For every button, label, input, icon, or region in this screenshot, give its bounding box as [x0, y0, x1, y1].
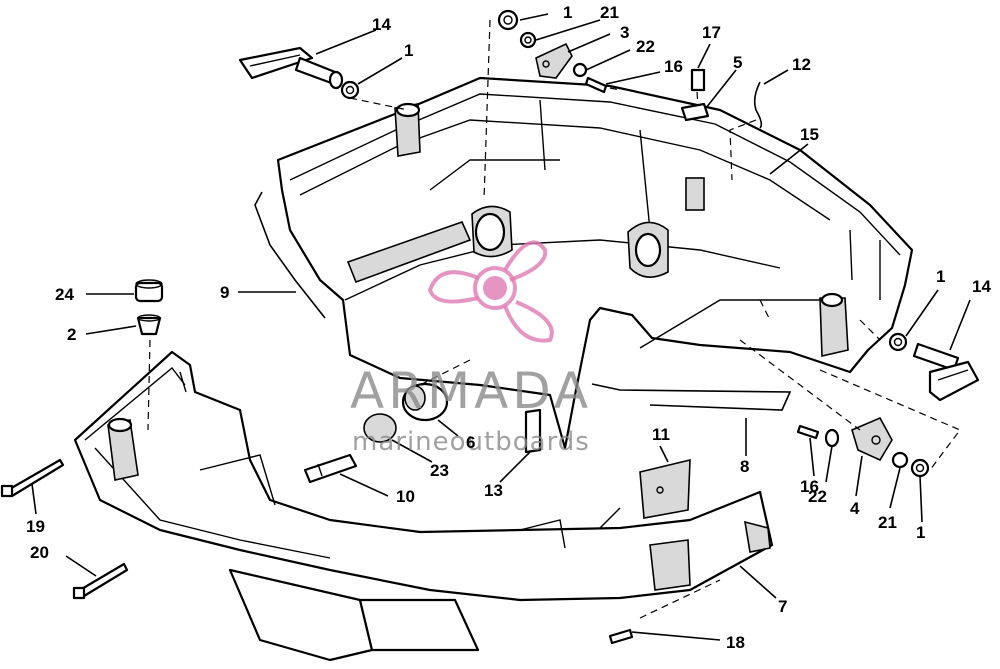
washer-23[interactable] — [363, 413, 397, 443]
callout-11: 11 — [652, 425, 670, 444]
callout-1-top: 1 — [563, 3, 572, 22]
armada-watermark: ARMADA marineoutboards — [350, 240, 592, 457]
callout-5: 5 — [733, 53, 742, 72]
screw-17[interactable] — [690, 68, 706, 92]
callout-13: 13 — [484, 481, 503, 500]
clip-5[interactable] — [680, 102, 710, 122]
latch-bracket-lower[interactable] — [851, 416, 893, 462]
spring-hook-12[interactable] — [753, 81, 763, 129]
callout-22-lower: 22 — [808, 487, 827, 506]
seal-9[interactable] — [254, 191, 326, 319]
nut-lower[interactable] — [910, 458, 930, 478]
callout-16-top: 16 — [664, 57, 683, 76]
watermark-title: ARMADA — [350, 362, 592, 420]
callout-19: 19 — [26, 517, 45, 536]
watermark-subtitle: marineoutboards — [352, 427, 590, 457]
washer-22-upper[interactable] — [572, 62, 588, 78]
grommet-24[interactable] — [134, 279, 164, 303]
callout-21-lower: 21 — [878, 513, 897, 532]
propeller-logo — [427, 240, 554, 343]
nut-top[interactable] — [497, 9, 519, 31]
screw-16-upper[interactable] — [584, 76, 608, 94]
bracket-11[interactable] — [639, 458, 691, 519]
upper-engine-cover[interactable] — [276, 76, 914, 450]
nut-upper-left[interactable] — [340, 80, 360, 100]
slider-13[interactable] — [524, 408, 542, 454]
callout-10: 10 — [396, 487, 415, 506]
callout-16-lower: 16 — [800, 477, 819, 496]
callout-3: 3 — [620, 23, 629, 42]
callout-9: 9 — [220, 283, 229, 302]
leader-lines — [31, 13, 971, 641]
bolt-20[interactable] — [72, 562, 129, 600]
callout-21-top: 21 — [600, 3, 619, 22]
callout-2: 2 — [67, 325, 76, 344]
callout-20: 20 — [30, 543, 49, 562]
callout-12: 12 — [792, 55, 811, 74]
callout-8: 8 — [740, 457, 749, 476]
callout-1-upper-left: 1 — [404, 41, 413, 60]
callout-14-lower: 14 — [972, 277, 991, 296]
washer-top[interactable] — [519, 31, 537, 49]
callout-14-upper: 14 — [372, 15, 391, 34]
latch-handle-lower[interactable] — [912, 342, 980, 402]
callout-18: 18 — [726, 633, 745, 652]
lower-engine-cover[interactable] — [73, 350, 774, 662]
screw-18[interactable] — [608, 628, 634, 645]
washer-22-lower[interactable] — [824, 428, 840, 448]
latch-bracket-upper[interactable] — [535, 42, 573, 79]
seal-8[interactable] — [591, 383, 792, 411]
callout-23: 23 — [430, 461, 449, 480]
callout-24: 24 — [55, 285, 74, 304]
nut-right[interactable] — [888, 332, 908, 352]
callout-labels: 1 21 3 22 16 17 5 12 14 1 15 1 14 24 9 2… — [26, 3, 991, 652]
bolt-19[interactable] — [0, 458, 65, 498]
callout-7: 7 — [778, 597, 787, 616]
callout-1-right: 1 — [936, 267, 945, 286]
fastener-2[interactable] — [136, 314, 162, 336]
callout-22-top: 22 — [636, 37, 655, 56]
stud-10[interactable] — [303, 453, 358, 484]
washer-21-lower[interactable] — [891, 451, 909, 469]
callout-4: 4 — [850, 499, 860, 518]
grommet-6[interactable] — [401, 382, 449, 422]
screw-16-lower[interactable] — [796, 424, 820, 440]
callout-15: 15 — [800, 125, 819, 144]
latch-handle-upper[interactable] — [238, 46, 344, 90]
callout-17: 17 — [702, 23, 721, 42]
callout-6: 6 — [466, 433, 475, 452]
callout-1-lower: 1 — [916, 523, 925, 542]
assembly-lines — [147, 19, 961, 619]
